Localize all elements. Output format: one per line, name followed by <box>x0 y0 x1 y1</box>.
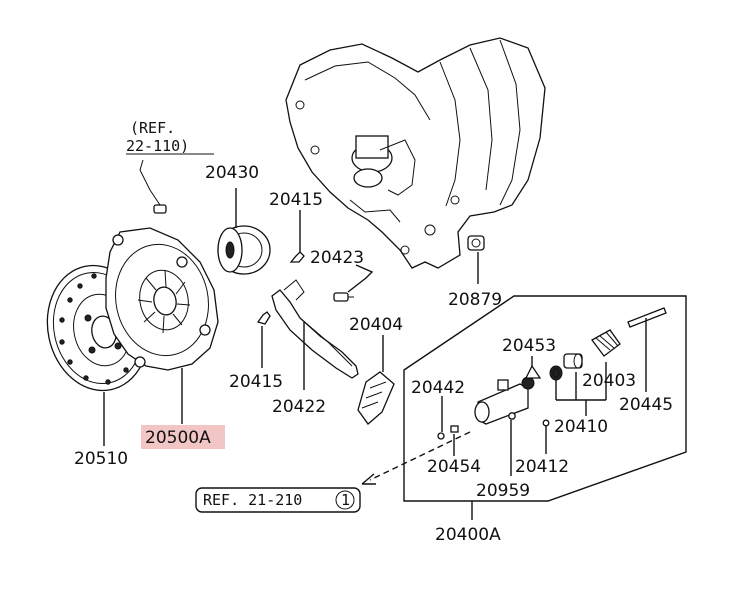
bushing <box>467 235 485 251</box>
label-20415-bottom: 20415 <box>229 372 283 392</box>
label-20454: 20454 <box>427 457 481 477</box>
ref-22-110-line1: (REF. <box>130 119 175 137</box>
boot-cylinder <box>591 329 621 357</box>
label-20404: 20404 <box>349 315 403 335</box>
release-bearing <box>217 225 271 275</box>
label-20442: 20442 <box>411 378 465 398</box>
label-20445: 20445 <box>619 395 673 415</box>
release-fork <box>271 279 359 379</box>
small-parts <box>437 412 550 440</box>
highlight-20500A <box>141 425 225 449</box>
ref-circle <box>335 490 355 510</box>
label-20422: 20422 <box>272 397 326 417</box>
fork-boot <box>357 371 395 425</box>
ref-circle-number: 1 <box>341 491 350 509</box>
ref-21-210-label: REF. 21-210 <box>203 491 302 509</box>
spring-clip-top <box>289 251 305 263</box>
piston <box>563 353 583 369</box>
label-20959: 20959 <box>476 481 530 501</box>
label-20410: 20410 <box>554 417 608 437</box>
label-20412: 20412 <box>515 457 569 477</box>
label-20400A: 20400A <box>435 525 501 545</box>
label-20403: 20403 <box>582 371 636 391</box>
ref-22-110-line2: 22-110) <box>126 137 189 155</box>
slave-cylinder <box>474 376 535 425</box>
leader-lines <box>103 188 647 520</box>
label-20500A: 20500A <box>145 428 211 448</box>
label-20430: 20430 <box>205 163 259 183</box>
spring-clip-bottom <box>256 311 271 325</box>
label-20415-top: 20415 <box>269 190 323 210</box>
piston-seal <box>549 365 563 381</box>
label-20879: 20879 <box>448 290 502 310</box>
push-rod <box>627 307 667 328</box>
slave-cylinder-group-box <box>403 295 687 502</box>
transmission-housing <box>285 37 546 269</box>
pilot-bolt <box>139 159 167 214</box>
label-20423: 20423 <box>310 248 364 268</box>
ref-arrow <box>361 431 471 485</box>
clutch-cover <box>105 227 219 371</box>
pivot-bolt <box>333 292 354 302</box>
bleeder-screw <box>524 364 542 379</box>
ref-21-210-box <box>195 487 361 513</box>
label-20510: 20510 <box>74 449 128 469</box>
label-20453: 20453 <box>502 336 556 356</box>
